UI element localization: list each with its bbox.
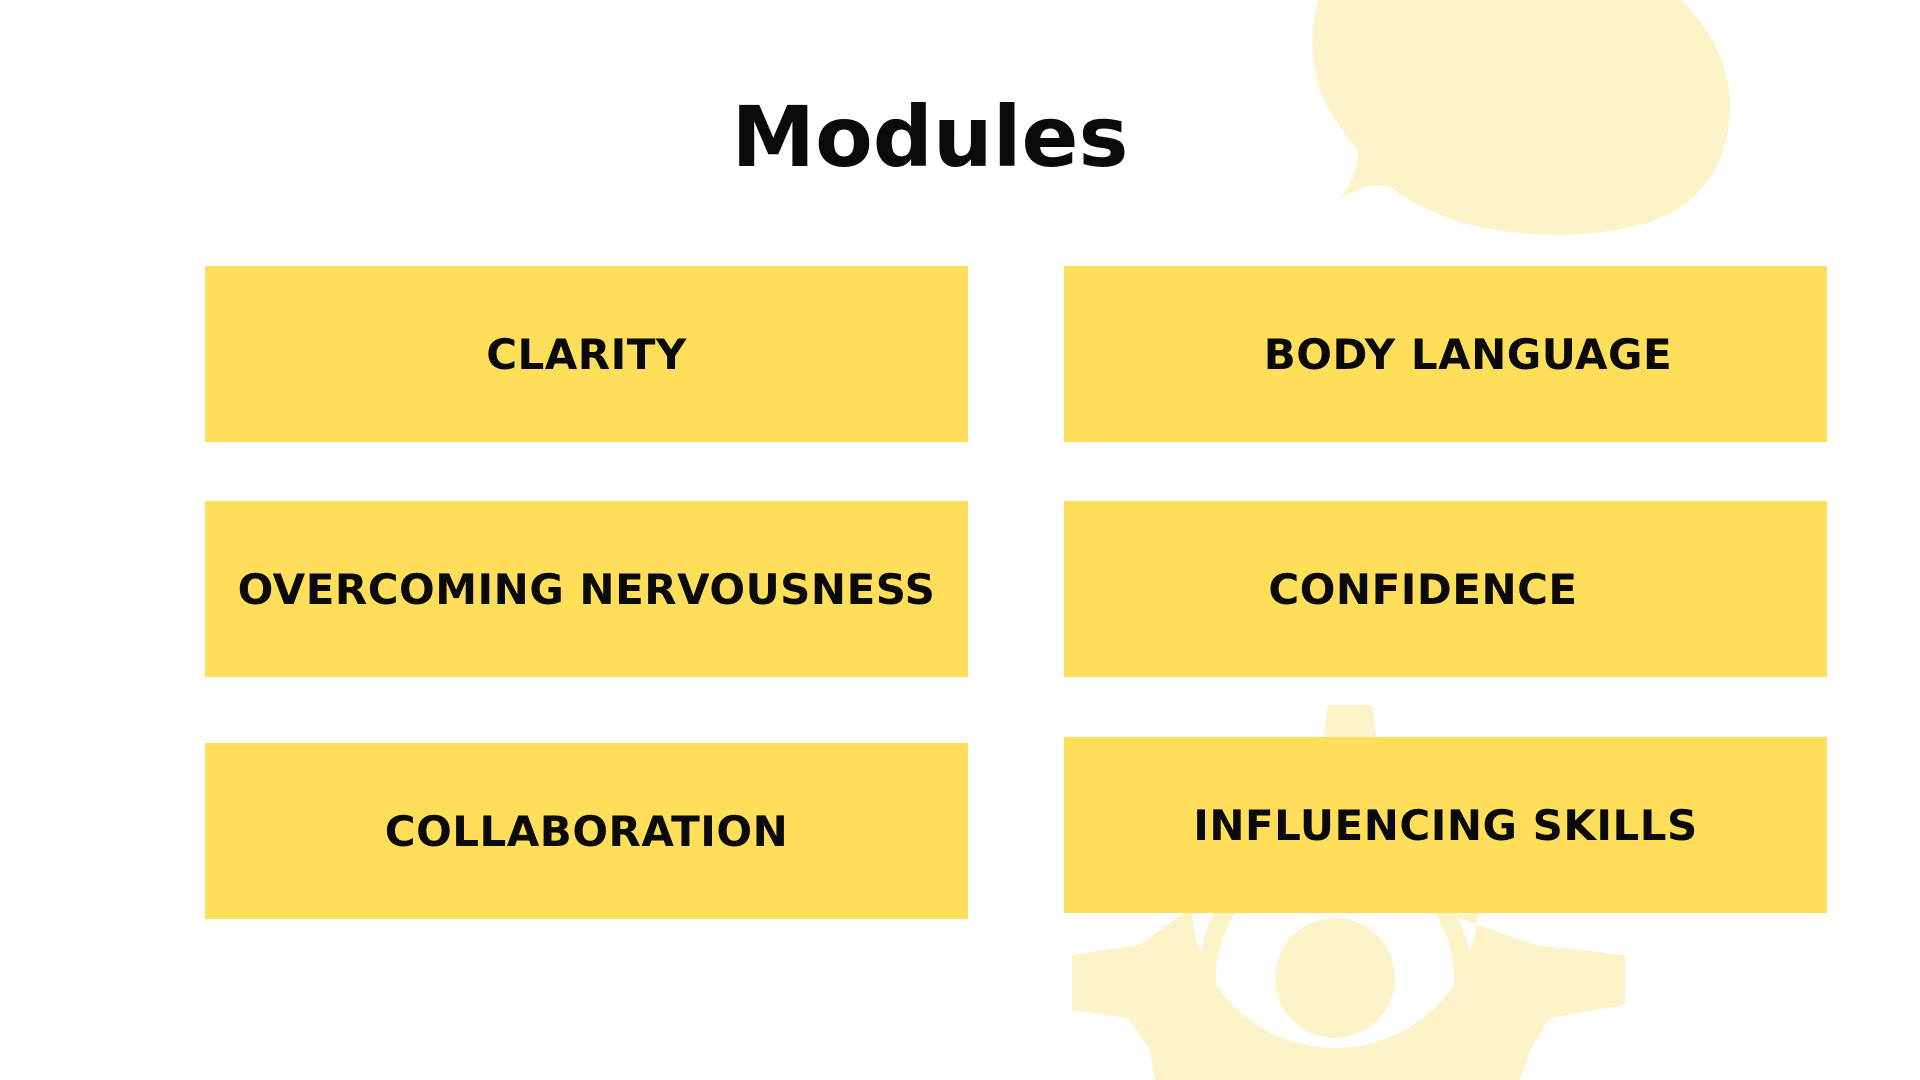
module-card-clarity[interactable]: CLARITY — [205, 266, 968, 442]
module-label: CONFIDENCE — [1268, 564, 1578, 614]
module-label: BODY LANGUAGE — [1263, 329, 1673, 379]
module-card-confidence[interactable]: CONFIDENCE — [1064, 501, 1827, 677]
module-card-collaboration[interactable]: COLLABORATION — [205, 743, 968, 919]
module-card-overcoming-nervousness[interactable]: OVERCOMING NERVOUSNESS — [205, 501, 968, 677]
page-title: Modules — [731, 88, 1129, 186]
module-label: CLARITY — [486, 329, 687, 379]
module-card-body-language[interactable]: BODY LANGUAGE — [1064, 266, 1827, 442]
module-label: INFLUENCING SKILLS — [1193, 800, 1698, 850]
module-label: OVERCOMING NERVOUSNESS — [237, 564, 936, 614]
module-label: COLLABORATION — [384, 806, 789, 856]
module-card-influencing-skills[interactable]: INFLUENCING SKILLS — [1064, 737, 1827, 913]
